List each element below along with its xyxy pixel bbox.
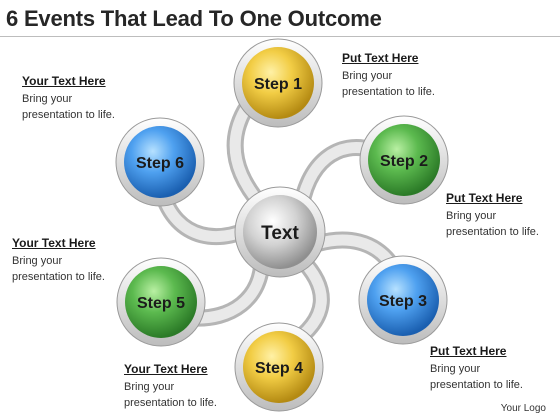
note-body: Bring your presentation to life. <box>22 93 115 121</box>
step-3-node: Step 3 <box>358 255 448 345</box>
center-label: Text <box>261 223 299 244</box>
note-step-5: Your Text Here Bring your presentation t… <box>12 236 122 285</box>
title-divider <box>0 36 560 37</box>
note-body: Bring your presentation to life. <box>342 70 435 98</box>
step-1-label: Step 1 <box>254 76 302 93</box>
note-step-2: Put Text Here Bring your presentation to… <box>446 191 554 240</box>
note-body: Bring your presentation to life. <box>446 210 539 238</box>
note-body: Bring your presentation to life. <box>124 381 217 409</box>
step-5-node: Step 5 <box>116 257 206 347</box>
note-body: Bring your presentation to life. <box>430 363 523 391</box>
step-6-label: Step 6 <box>136 155 184 172</box>
note-heading: Put Text Here <box>446 191 523 205</box>
note-heading: Your Text Here <box>22 74 106 88</box>
step-3-label: Step 3 <box>379 293 427 310</box>
step-4-label: Step 4 <box>255 360 303 377</box>
note-step-6: Your Text Here Bring your presentation t… <box>22 74 132 123</box>
note-body: Bring your presentation to life. <box>12 255 105 283</box>
step-6-node: Step 6 <box>115 117 205 207</box>
step-2-label: Step 2 <box>380 153 428 170</box>
note-heading: Put Text Here <box>342 51 419 65</box>
step-1-node: Step 1 <box>233 38 323 128</box>
note-step-3: Put Text Here Bring your presentation to… <box>430 344 540 393</box>
note-step-4: Your Text Here Bring your presentation t… <box>124 362 234 411</box>
note-step-1: Put Text Here Bring your presentation to… <box>342 51 452 100</box>
note-heading: Your Text Here <box>124 362 208 376</box>
step-5-label: Step 5 <box>137 295 185 312</box>
step-4-node: Step 4 <box>234 322 324 412</box>
page-title: 6 Events That Lead To One Outcome <box>6 6 382 31</box>
note-heading: Put Text Here <box>430 344 507 358</box>
footer-logo-text: Your Logo <box>500 403 546 414</box>
note-heading: Your Text Here <box>12 236 96 250</box>
step-2-node: Step 2 <box>359 115 449 205</box>
center-hub: Text <box>234 186 326 278</box>
